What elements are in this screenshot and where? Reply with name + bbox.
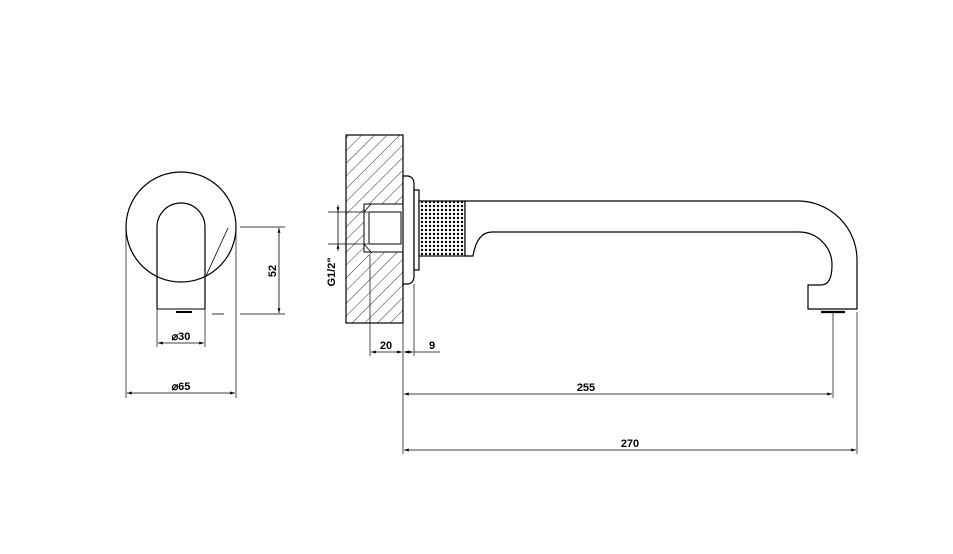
- front-view: [125, 171, 285, 398]
- dim-label-reach: 255: [577, 382, 595, 394]
- dim-label-spout-height: 52: [267, 265, 279, 277]
- spout-inner-line: [204, 227, 229, 279]
- front-dimensions: [127, 228, 281, 395]
- dim-label-wall-depth: 20: [380, 340, 392, 352]
- flange-side: [402, 175, 420, 285]
- dim-label-thread: G1/2": [326, 257, 338, 286]
- side-dimensions: [336, 205, 856, 452]
- knurled-collar: [418, 200, 466, 257]
- dim-label-flange-diameter: ⌀65: [172, 381, 191, 393]
- flange-circle: [125, 171, 237, 283]
- dim-label-flange-depth: 9: [429, 340, 435, 352]
- wall-section: [345, 134, 405, 324]
- spout-outline: [156, 202, 206, 309]
- dim-label-spout-diameter: ⌀30: [172, 331, 191, 343]
- thread-connector: [368, 211, 402, 245]
- spout-body: [464, 200, 858, 310]
- dim-label-overall-length: 270: [621, 438, 639, 450]
- side-extensions: [328, 211, 858, 454]
